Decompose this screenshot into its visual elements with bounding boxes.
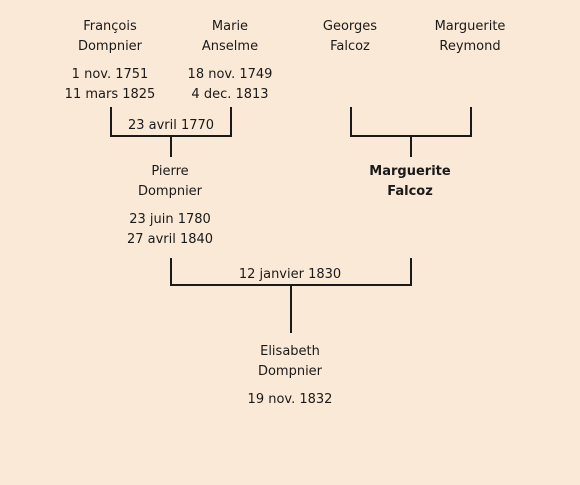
- person-first-name: Georges: [322, 19, 378, 34]
- person-first-name: Marguerite: [434, 19, 506, 34]
- connector-line: [170, 135, 172, 157]
- person-dates: 18 nov. 1749 4 dec. 1813: [150, 65, 310, 105]
- person-first-name: Marie: [211, 19, 249, 34]
- connector-line: [470, 107, 472, 137]
- birth-date: 23 juin 1780: [129, 212, 211, 227]
- connector-line: [350, 107, 352, 137]
- birth-date: 19 nov. 1832: [247, 392, 333, 407]
- person-first-name: François: [83, 19, 137, 34]
- person-marguerite-reymond: Marguerite Reymond: [390, 17, 550, 57]
- person-marie-anselme: Marie Anselme 18 nov. 1749 4 dec. 1813: [150, 17, 310, 105]
- marriage-date: 23 avril 1770: [127, 118, 215, 133]
- person-last-name: Reymond: [439, 39, 501, 54]
- person-last-name: Anselme: [201, 39, 259, 54]
- person-georges-falcoz: Georges Falcoz: [270, 17, 430, 57]
- person-last-name: Dompnier: [77, 39, 143, 54]
- person-dates: 1 nov. 1751 11 mars 1825: [30, 65, 190, 105]
- person-dates: 23 juin 1780 27 avril 1840: [90, 210, 250, 250]
- person-francois-dompnier: François Dompnier 1 nov. 1751 11 mars 18…: [30, 17, 190, 105]
- connector-line: [170, 258, 172, 286]
- connector-line: [230, 107, 232, 137]
- birth-date: 18 nov. 1749: [187, 67, 273, 82]
- death-date: 11 mars 1825: [64, 87, 156, 102]
- person-dates: 19 nov. 1832: [210, 390, 370, 410]
- connector-line: [410, 258, 412, 286]
- connector-line: [410, 135, 412, 157]
- death-date: 4 dec. 1813: [191, 87, 269, 102]
- person-first-name: Elisabeth: [260, 344, 320, 359]
- person-first-name: Marguerite: [369, 164, 451, 179]
- person-last-name: Falcoz: [330, 39, 370, 54]
- person-last-name: Falcoz: [387, 184, 433, 199]
- death-date: 27 avril 1840: [126, 232, 214, 247]
- person-last-name: Dompnier: [137, 184, 203, 199]
- person-first-name: Pierre: [151, 164, 189, 179]
- person-elisabeth-dompnier: Elisabeth Dompnier 19 nov. 1832: [210, 342, 370, 410]
- connector-line: [110, 107, 112, 137]
- birth-date: 1 nov. 1751: [71, 67, 149, 82]
- person-last-name: Dompnier: [257, 364, 323, 379]
- marriage-date: 12 janvier 1830: [238, 267, 342, 282]
- person-marguerite-falcoz[interactable]: Marguerite Falcoz: [330, 162, 490, 202]
- person-pierre-dompnier: Pierre Dompnier 23 juin 1780 27 avril 18…: [90, 162, 250, 250]
- connector-line: [290, 284, 292, 333]
